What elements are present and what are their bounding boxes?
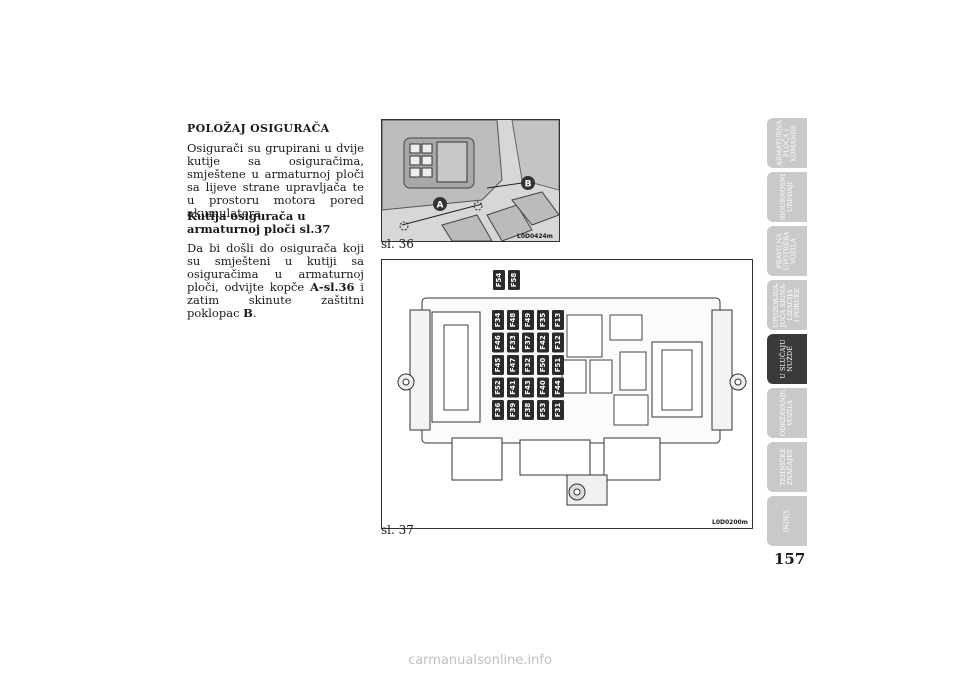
- fuse-label: F37: [524, 335, 532, 350]
- fuse-f13: F13: [552, 310, 564, 330]
- fuse-f33: F33: [507, 332, 519, 353]
- figure-36: A B L0D0424m: [381, 119, 560, 242]
- fuse-f38: F38: [522, 400, 534, 420]
- tab-label: U SLUČAJU NUŽDE: [779, 339, 794, 379]
- ref-b: B: [243, 306, 253, 320]
- fuse-f53: F53: [537, 400, 549, 420]
- fuse-label: F50: [539, 358, 547, 373]
- watermark: carmanualsonline.info: [408, 653, 552, 668]
- fuse-f40: F40: [537, 377, 549, 398]
- fuse-f49: F49: [522, 310, 534, 330]
- tab-4[interactable]: UPOZORAVA- JUĆA SIGNA- LIZACIJA I PORUKE: [767, 280, 807, 330]
- fuse-label: F45: [494, 358, 502, 373]
- subheading: Kutija osigurača u armaturnoj ploči sl.3…: [187, 209, 331, 236]
- figure-36-caption: sl. 36: [381, 237, 414, 251]
- tab-8[interactable]: INDEX: [767, 496, 807, 546]
- ref-a: A-sl.36: [310, 280, 355, 294]
- tab-label: UPOZORAVA- JUĆA SIGNA- LIZACIJA I PORUKE: [772, 282, 801, 328]
- figure-code: L0D0200m: [712, 519, 748, 526]
- fuse-f31: F31: [552, 400, 564, 420]
- fuse-label: F42: [539, 335, 547, 350]
- fuse-label: F12: [554, 335, 562, 350]
- fuse-label: F44: [554, 380, 562, 395]
- intro-paragraph: Osigurači su grupirani u dvije kutije sa…: [187, 141, 364, 220]
- fuse-f39: F39: [507, 400, 519, 420]
- fuse-f46: F46: [492, 332, 504, 353]
- figure-37-caption: sl. 37: [381, 523, 414, 537]
- tab-label: ARMATURNA PLOČA I KOMANDE: [775, 120, 798, 166]
- fuse-label: F36: [494, 403, 502, 418]
- fuse-label: F43: [524, 380, 532, 395]
- tab-5[interactable]: U SLUČAJU NUŽDE: [767, 334, 807, 384]
- body-text: i zatim skinute zaštitni poklopac: [187, 280, 364, 320]
- fuse-f37: F37: [522, 332, 534, 353]
- fuse-label: F51: [554, 358, 562, 373]
- fuse-label: F41: [509, 380, 517, 395]
- fuse-f42: F42: [537, 332, 549, 353]
- fuse-label: F40: [539, 380, 547, 395]
- section-heading: POLOŽAJ OSIGURAČA: [187, 122, 330, 135]
- fuse-f51: F51: [552, 355, 564, 375]
- dashboard-illustration: A B: [382, 120, 559, 241]
- fuse-label: F54: [495, 273, 503, 288]
- fuse-label: F39: [509, 403, 517, 418]
- fuse-label: F38: [524, 403, 532, 418]
- fuse-f36: F36: [492, 400, 504, 420]
- tab-label: PRAVILNA UPOTREBA VOZILA: [775, 231, 798, 271]
- fuse-label: F33: [509, 335, 517, 350]
- fuse-label: F35: [539, 313, 547, 328]
- fuse-label: F48: [509, 313, 517, 328]
- fuse-f54: F54: [493, 270, 505, 290]
- page-number: 157: [774, 550, 806, 568]
- fuse-label: F52: [494, 380, 502, 395]
- fuse-label: F34: [494, 313, 502, 328]
- fuse-f48: F48: [507, 310, 519, 330]
- tab-3[interactable]: PRAVILNA UPOTREBA VOZILA: [767, 226, 807, 276]
- body-text: Da bi došli do osigurača koji su smješte…: [187, 241, 364, 294]
- fuse-f41: F41: [507, 377, 519, 398]
- fuse-f58: F58: [508, 270, 520, 290]
- fuse-f45: F45: [492, 355, 504, 375]
- figure-code: L0D0424m: [517, 233, 553, 240]
- fuse-f32: F32: [522, 355, 534, 375]
- fuse-label: F47: [509, 358, 517, 373]
- fuse-f50: F50: [537, 355, 549, 375]
- fuse-label: F53: [539, 403, 547, 418]
- fuse-label: F46: [494, 335, 502, 350]
- tab-label: TEHNIČKE ZNAČAJKE: [779, 448, 794, 486]
- tab-2[interactable]: SIGURNOSNI UREĐAJI: [767, 172, 807, 222]
- tab-label: ODRŽAVANJE VOZILA: [779, 389, 794, 437]
- fuse-f47: F47: [507, 355, 519, 375]
- tab-7[interactable]: TEHNIČKE ZNAČAJKE: [767, 442, 807, 492]
- fuse-f34: F34: [492, 310, 504, 330]
- fuse-label: F49: [524, 313, 532, 328]
- fuse-f52: F52: [492, 377, 504, 398]
- instructions-paragraph: Da bi došli do osigurača koji su smješte…: [187, 242, 364, 320]
- tab-label: SIGURNOSNI UREĐAJI: [779, 173, 794, 221]
- tab-6[interactable]: ODRŽAVANJE VOZILA: [767, 388, 807, 438]
- fuse-f44: F44: [552, 377, 564, 398]
- fuse-label: F31: [554, 403, 562, 418]
- fuse-label: F13: [554, 313, 562, 328]
- fuse-f35: F35: [537, 310, 549, 330]
- fuse-label: F58: [510, 273, 518, 288]
- fuse-f12: F12: [552, 332, 564, 353]
- body-text: .: [252, 306, 257, 320]
- fuse-label: F32: [524, 358, 532, 373]
- tab-1[interactable]: ARMATURNA PLOČA I KOMANDE: [767, 118, 807, 168]
- fuse-f43: F43: [522, 377, 534, 398]
- label-b: B: [525, 180, 532, 190]
- label-a: A: [437, 201, 444, 211]
- tab-label: INDEX: [782, 509, 791, 533]
